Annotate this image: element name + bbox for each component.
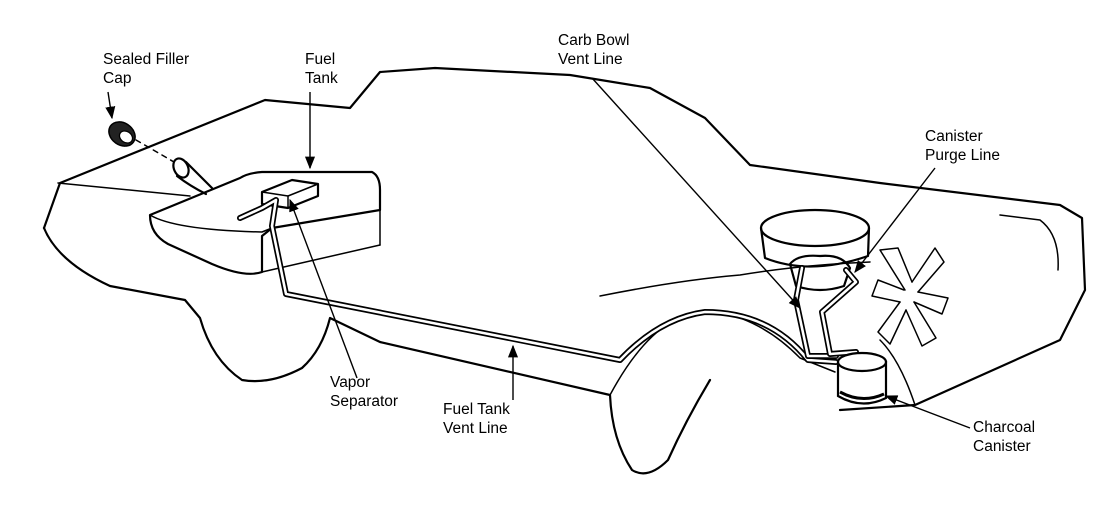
label-fuel-tank: Fuel Tank [305,51,339,87]
charcoal-canister-icon [836,351,888,405]
label-charcoal-canister: Charcoal Canister [973,419,1039,455]
air-cleaner [759,208,871,268]
label-canister-purge-line: Canister Purge Line [925,128,1000,164]
vapor-separator [260,178,320,210]
filler-neck [135,139,214,196]
label-fuel-tank-vent-line: Fuel Tank Vent Line [443,401,514,437]
fuel-tank [148,170,382,275]
label-sealed-filler-cap: Sealed Filler Cap [103,51,193,87]
label-carb-bowl-vent-line: Carb Bowl Vent Line [558,32,634,68]
leader-lines [105,77,971,429]
fan-icon [871,247,949,347]
fuel-tank-vent-line-tube [237,197,839,365]
carburetor [788,254,852,292]
canister-purge-line-tube [793,265,859,359]
filler-cap-icon [108,121,136,147]
label-vapor-separator: Vapor Separator [330,374,398,410]
